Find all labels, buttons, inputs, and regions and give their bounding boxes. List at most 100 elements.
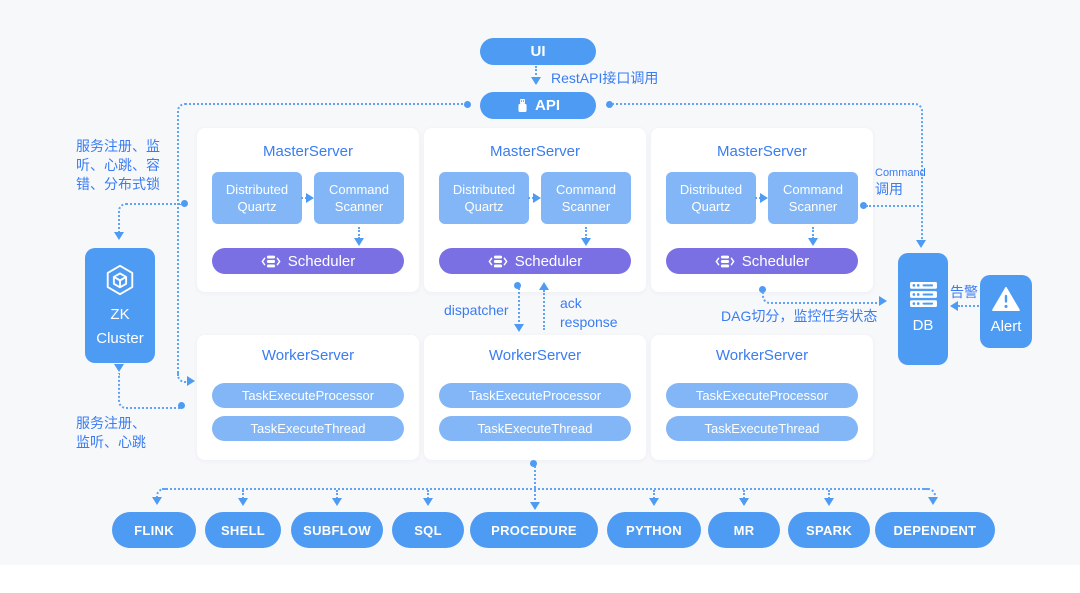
connector-ui-api [535,66,537,79]
task-sql: SQL [392,512,464,548]
task-procedure: PROCEDURE [470,512,598,548]
worker-server-card-3: WorkerServer TaskExecuteProcessor TaskEx… [651,335,873,460]
rest-api-call-label: RestAPI接口调用 [551,70,659,86]
task-execute-processor-pill: TaskExecuteProcessor [439,383,631,408]
db-node: DB [898,253,948,365]
command-scanner-box: Command Scanner [314,172,404,224]
master-server-card-3: MasterServer Distributed Quartz Command … [651,128,873,292]
task-flink: FLINK [112,512,196,548]
arrow-down-icon [808,238,818,246]
arrow-down-icon [514,324,524,332]
usb-plug-icon [516,98,529,113]
distributed-quartz-box: Distributed Quartz [666,172,756,224]
connector-dot [181,200,188,207]
task-mr: MR [708,512,780,548]
connector-dot [759,286,766,293]
arrow-right-icon [879,296,887,306]
api-node-label: API [534,97,560,114]
connector-task-branch [828,490,830,499]
distributed-quartz-box: Distributed Quartz [439,172,529,224]
master-server-card-1: MasterServer Distributed Quartz Command … [197,128,419,292]
connector-tasks-bus [162,488,928,490]
master-server-title: MasterServer [716,143,808,160]
connector-quartz-scanner [755,197,761,199]
connector-task-branch [336,490,338,499]
zk-cluster-node: ZK Cluster [85,248,155,363]
connector-zk-worker [118,373,182,409]
scheduler-bar: Scheduler [439,248,631,274]
worker-server-card-2: WorkerServer TaskExecuteProcessor TaskEx… [424,335,646,460]
arrow-down-icon [531,77,541,85]
response-label: response [560,314,618,330]
arrow-down-icon [824,498,834,506]
task-execute-processor-pill: TaskExecuteProcessor [666,383,858,408]
arrow-right-icon [533,193,541,203]
connector-quartz-scanner [301,197,307,199]
task-execute-thread-pill: TaskExecuteThread [212,416,404,441]
task-dependent: DEPENDENT [875,512,995,548]
connector-master-db [762,291,882,304]
connector-scanner-scheduler [358,227,360,239]
scheduler-label: Scheduler [287,252,356,270]
command-scanner-box: Command Scanner [768,172,858,224]
command-call-label-line1: Command [875,167,926,179]
arrow-left-icon [950,301,958,311]
zk-note-top: 服务注册、监听、心跳、容错、分布式锁 [76,138,160,192]
connector-tasks-right-corner [924,488,936,500]
arrow-down-icon [928,497,938,505]
alert-label: Alert [990,317,1022,335]
dag-split-label: DAG切分，监控任务状态 [721,308,878,324]
arrow-down-icon [354,238,364,246]
arrow-right-icon [187,376,195,386]
task-spark: SPARK [788,512,870,548]
database-stack-icon [488,254,508,269]
connector-dot [530,460,537,467]
arrow-down-icon [581,238,591,246]
arrow-right-icon [306,193,314,203]
master-server-title: MasterServer [262,143,354,160]
zk-label-line2: Cluster [96,329,144,347]
connector-master-command [866,205,919,207]
arrow-up-icon [539,282,549,290]
arrow-down-icon [739,498,749,506]
task-python: PYTHON [607,512,701,548]
scheduler-bar: Scheduler [666,248,858,274]
connector-alert-db [958,305,979,307]
worker-server-title: WorkerServer [715,347,809,364]
ui-node-label: UI [530,43,546,60]
api-node: API [480,92,596,119]
ui-node: UI [480,38,596,65]
connector-master-zk [118,203,182,235]
master-server-card-2: MasterServer Distributed Quartz Command … [424,128,646,292]
warning-triangle-icon [992,286,1020,311]
zk-label-line1: ZK [110,305,130,323]
arrow-down-icon [332,498,342,506]
connector-dot [860,202,867,209]
arrow-down-icon [114,232,124,240]
task-subflow: SUBFLOW [291,512,383,548]
connector-dot [464,101,471,108]
cube-hexagon-icon [103,263,137,297]
connector-dot [178,402,185,409]
ack-response-label: ack response [560,294,618,332]
scheduler-label: Scheduler [514,252,583,270]
connector-ack [543,290,545,330]
connector-dot [514,282,521,289]
distributed-quartz-box: Distributed Quartz [212,172,302,224]
alarm-label: 告警 [950,284,978,300]
connector-task-branch [653,490,655,499]
server-stack-icon [909,282,937,307]
database-stack-icon [261,254,281,269]
ack-label: ack [560,295,582,311]
alert-node: Alert [980,275,1032,348]
connector-task-branch [743,490,745,499]
command-scanner-box: Command Scanner [541,172,631,224]
scheduler-bar: Scheduler [212,248,404,274]
connector-scanner-scheduler [585,227,587,239]
connector-api-left [177,103,464,376]
command-call-label-line2: 调用 [875,181,903,197]
arrow-down-icon [423,498,433,506]
connector-tasks-left-corner [156,488,168,500]
connector-task-branch [427,490,429,499]
